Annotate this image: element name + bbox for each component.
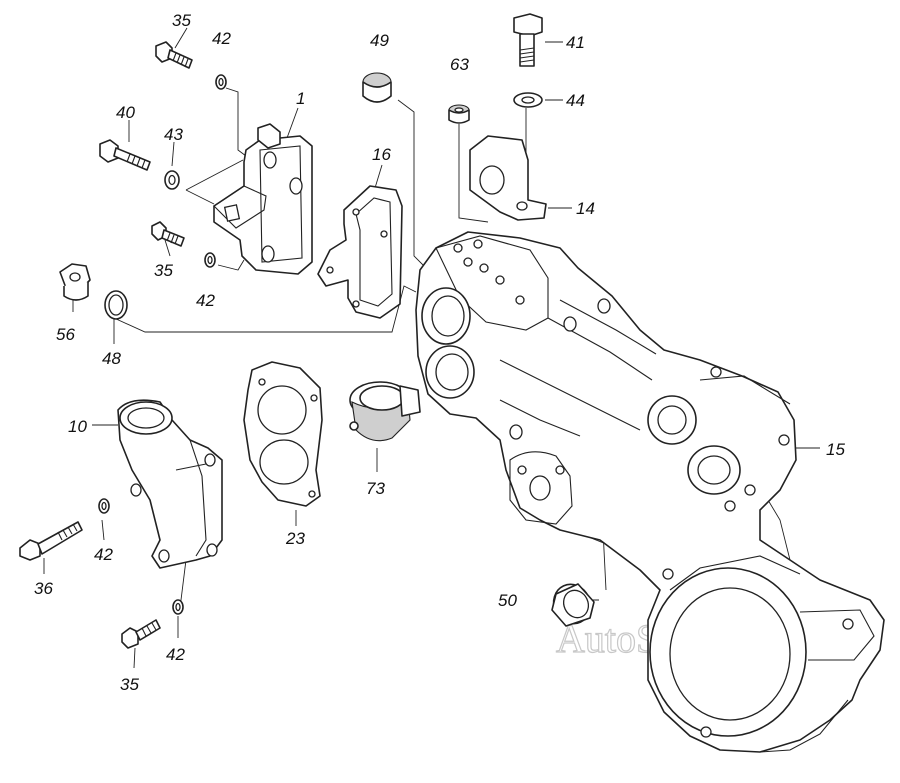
callout-43: 43 [164, 125, 183, 144]
callout-44: 44 [566, 91, 585, 110]
outlet-pipe-10 [117, 399, 223, 569]
thermostat-housing-1 [213, 123, 313, 275]
washer-42-bottom [172, 599, 184, 615]
callout-41: 41 [566, 33, 585, 52]
washer-42-top [215, 74, 227, 90]
washer-44 [513, 92, 543, 108]
housing-15 [415, 231, 885, 753]
washer-43 [164, 170, 180, 190]
callout-14: 14 [576, 199, 595, 218]
bolt-35-top [155, 41, 193, 69]
callout-48: 48 [102, 349, 121, 368]
gasket-23 [243, 361, 323, 507]
thermostat-73 [349, 381, 421, 442]
callout-10: 10 [68, 417, 87, 436]
callout-36: 36 [34, 579, 53, 598]
ring-48 [104, 290, 128, 320]
callout-49: 49 [370, 31, 389, 50]
callout-42-left: 42 [94, 545, 113, 564]
callout-42-bottom: 42 [166, 645, 185, 664]
callout-56: 56 [56, 325, 75, 344]
bolt-35-mid [151, 221, 185, 247]
callout-40: 40 [116, 103, 135, 122]
flange-14 [469, 135, 547, 221]
callout-15: 15 [826, 440, 845, 459]
callout-35-top: 35 [172, 11, 191, 30]
callout-labels: 35 42 1 40 43 35 42 49 16 63 41 44 14 56… [34, 11, 845, 694]
washer-42-mid [204, 252, 216, 268]
callout-42-top: 42 [212, 29, 231, 48]
callout-50: 50 [498, 591, 517, 610]
washer-42-left [98, 498, 110, 514]
callout-42-mid: 42 [196, 291, 215, 310]
plug-63 [448, 104, 470, 124]
plug-56 [59, 263, 91, 301]
gasket-16 [317, 185, 403, 319]
callout-63: 63 [450, 55, 469, 74]
bolt-40 [99, 139, 151, 171]
plug-49 [362, 72, 392, 103]
bolt-35-bottom [121, 619, 161, 649]
callout-35-bottom: 35 [120, 675, 139, 694]
bolt-36 [19, 521, 83, 561]
callout-1: 1 [296, 89, 305, 108]
callout-16: 16 [372, 145, 391, 164]
callout-23: 23 [285, 529, 305, 548]
callout-73: 73 [366, 479, 385, 498]
sleeve-50 [551, 583, 595, 627]
bolt-41 [513, 13, 543, 67]
callout-35-mid: 35 [154, 261, 173, 280]
